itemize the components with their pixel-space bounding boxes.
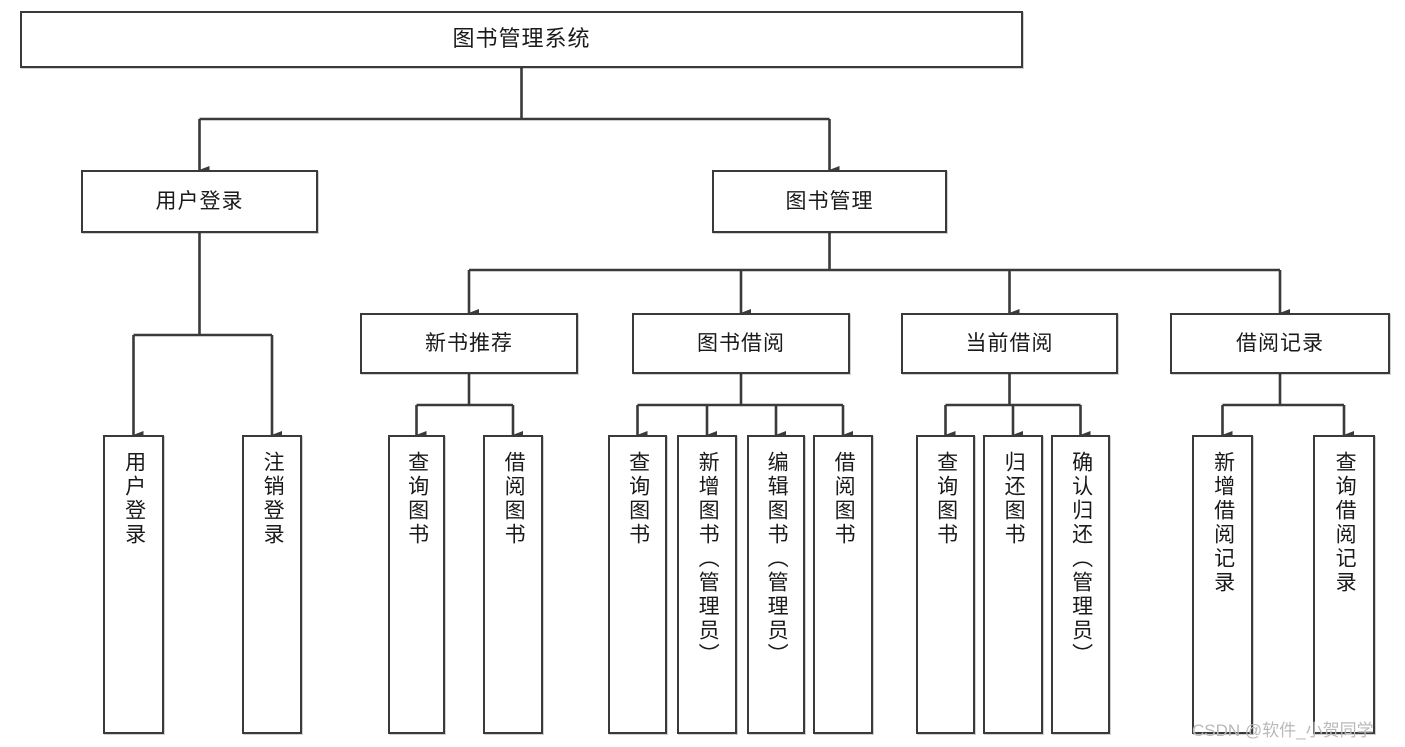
node-root[interactable]: 图书管理系统 (20, 11, 1023, 68)
leaf-add-book-label: 新增图书（管理员） (696, 451, 720, 667)
node-borrow-record[interactable]: 借阅记录 (1170, 313, 1390, 374)
leaf-query-book-3[interactable]: 查询图书 (916, 435, 975, 734)
leaf-confirm-return[interactable]: 确认归还（管理员） (1051, 435, 1110, 734)
leaf-user-login[interactable]: 用户登录 (103, 435, 164, 734)
node-new-book-recommend[interactable]: 新书推荐 (360, 313, 578, 374)
node-root-label: 图书管理系统 (452, 26, 591, 52)
leaf-borrow-book-2-label: 借阅图书 (832, 451, 856, 547)
leaf-confirm-return-label: 确认归还（管理员） (1069, 451, 1093, 667)
leaf-query-book-2[interactable]: 查询图书 (608, 435, 667, 734)
node-user-login-label: 用户登录 (155, 189, 244, 213)
leaf-borrow-book-2[interactable]: 借阅图书 (813, 435, 873, 734)
leaf-edit-book-label: 编辑图书（管理员） (765, 451, 789, 667)
leaf-add-borrow-record-label: 新增借阅记录 (1211, 451, 1235, 595)
leaf-add-book[interactable]: 新增图书（管理员） (677, 435, 737, 734)
leaf-query-borrow-record-label: 查询借阅记录 (1333, 451, 1357, 595)
leaf-query-book-1[interactable]: 查询图书 (388, 435, 445, 734)
node-book-borrow[interactable]: 图书借阅 (632, 313, 850, 374)
node-book-manage-label: 图书管理 (785, 189, 874, 213)
node-current-borrow-label: 当前借阅 (965, 331, 1054, 355)
node-book-manage[interactable]: 图书管理 (712, 170, 947, 233)
leaf-edit-book[interactable]: 编辑图书（管理员） (747, 435, 805, 734)
node-new-book-recommend-label: 新书推荐 (425, 331, 513, 355)
node-user-login[interactable]: 用户登录 (81, 170, 318, 233)
watermark: CSDN @软件_小贺同学 (1192, 721, 1374, 740)
leaf-query-book-1-label: 查询图书 (405, 451, 429, 547)
node-borrow-record-label: 借阅记录 (1236, 331, 1324, 355)
leaf-add-borrow-record[interactable]: 新增借阅记录 (1192, 435, 1253, 734)
leaf-borrow-book-1-label: 借阅图书 (502, 451, 526, 547)
leaf-return-book[interactable]: 归还图书 (983, 435, 1043, 734)
node-book-borrow-label: 图书借阅 (697, 331, 785, 355)
node-current-borrow[interactable]: 当前借阅 (901, 313, 1118, 374)
leaf-user-logout[interactable]: 注销登录 (242, 435, 302, 734)
leaf-query-book-3-label: 查询图书 (934, 451, 958, 547)
leaf-user-logout-label: 注销登录 (261, 451, 285, 547)
leaf-user-login-label: 用户登录 (122, 451, 146, 547)
leaf-query-borrow-record[interactable]: 查询借阅记录 (1313, 435, 1375, 734)
leaf-borrow-book-1[interactable]: 借阅图书 (483, 435, 543, 734)
leaf-query-book-2-label: 查询图书 (626, 451, 650, 547)
leaf-return-book-label: 归还图书 (1002, 451, 1026, 547)
